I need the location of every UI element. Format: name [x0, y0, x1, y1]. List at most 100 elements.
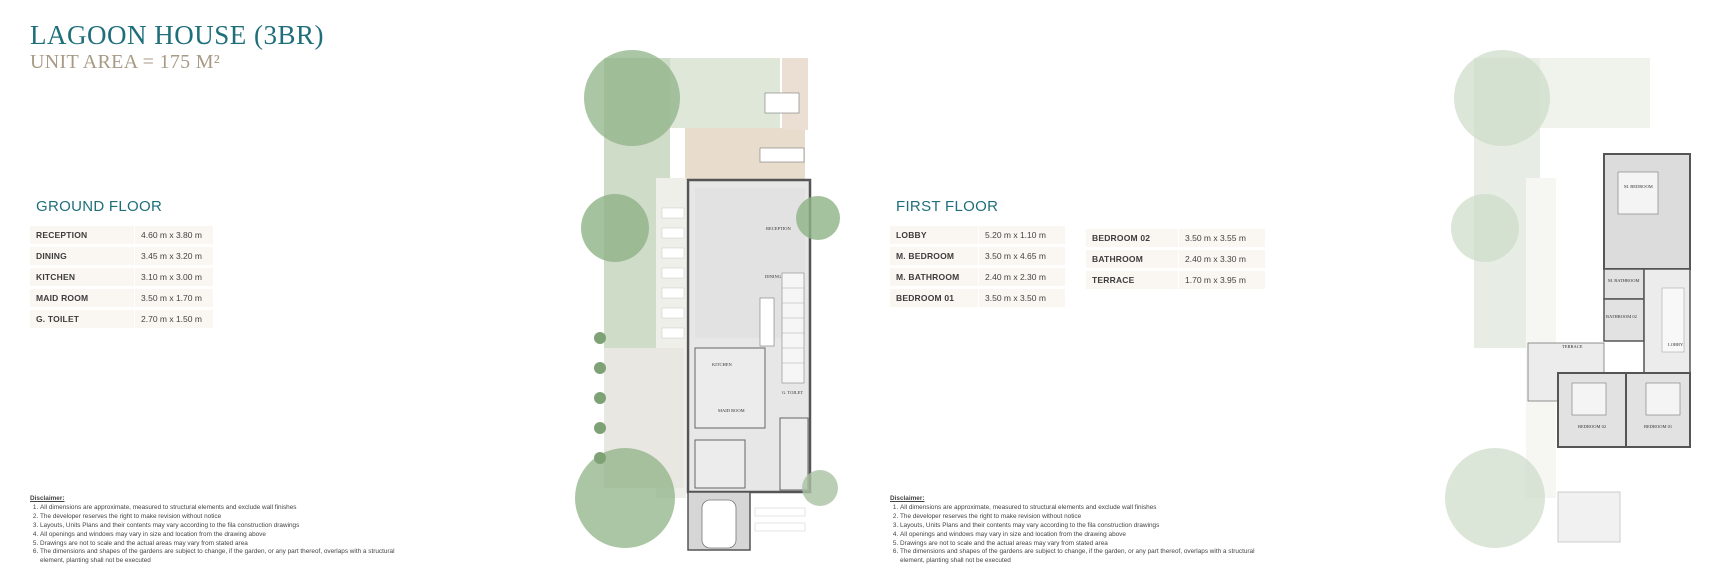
first-floor-heading: FIRST FLOOR: [896, 198, 999, 215]
stepping-stone: [661, 287, 685, 299]
tree-canopy-faded: [1451, 194, 1519, 262]
room-size: 3.50 m x 3.55 m: [1178, 229, 1265, 247]
room-name: RECEPTION: [30, 226, 134, 244]
room-size: 2.40 m x 3.30 m: [1178, 250, 1265, 268]
shrub: [594, 332, 606, 344]
ground-floor-heading: GROUND FLOOR: [36, 198, 163, 215]
stepping-stone: [754, 522, 806, 532]
disclaimer-item: Layouts, Units Plans and their contents …: [40, 522, 410, 531]
room-name: LOBBY: [890, 226, 978, 244]
shrub: [594, 452, 606, 464]
bed-icon: [1645, 382, 1681, 416]
room-size: 4.60 m x 3.80 m: [134, 226, 213, 244]
room-size: 3.50 m x 4.65 m: [978, 247, 1065, 265]
stepping-stone: [661, 227, 685, 239]
first-floor-plan: M. BEDROOM M. BATHROOM BATHROOM 02 TERRA…: [1445, 50, 1691, 548]
driveway-faded: [1557, 491, 1621, 543]
disclaimer-item: The dimensions and shapes of the gardens…: [40, 548, 410, 566]
m-bathroom: [1603, 268, 1645, 300]
shrub: [594, 362, 606, 374]
stepping-stone: [754, 507, 806, 517]
room-name: M. BATHROOM: [890, 268, 978, 286]
plan-label-lobby: LOBBY: [1668, 342, 1684, 347]
plan-label-kitchen: KITCHEN: [712, 362, 732, 367]
plan-label-m-bedroom: M. BEDROOM: [1624, 184, 1653, 189]
ground-floor-plan: RECEPTION DINING KITCHEN MAID ROOM G. TO…: [570, 48, 850, 553]
room-size: 3.10 m x 3.00 m: [134, 268, 213, 286]
disclaimer-item: Drawings are not to scale and the actual…: [40, 540, 410, 549]
disclaimer-heading: Disclaimer:: [890, 495, 925, 502]
room-name: DINING: [30, 247, 134, 265]
plan-label-reception: RECEPTION: [766, 226, 792, 231]
car-icon: [701, 499, 737, 549]
plan-label-bedroom-02: BEDROOM 02: [1578, 424, 1606, 429]
plan-label-bedroom-01: BEDROOM 01: [1644, 424, 1672, 429]
disclaimer-item: All openings and windows may vary in siz…: [900, 531, 1270, 540]
guest-toilet: [779, 417, 809, 491]
disclaimer-item: All dimensions are approximate, measured…: [40, 504, 410, 513]
bed-icon: [1617, 171, 1659, 215]
room-size: 5.20 m x 1.10 m: [978, 226, 1065, 244]
room-size: 1.70 m x 3.95 m: [1178, 271, 1265, 289]
disclaimer-first: Disclaimer: All dimensions are approxima…: [890, 495, 1270, 566]
maid-room: [694, 439, 746, 489]
room-size: 3.50 m x 1.70 m: [134, 289, 213, 307]
stepping-stone: [661, 247, 685, 259]
room-name: MAID ROOM: [30, 289, 134, 307]
room-name: BEDROOM 02: [1086, 229, 1178, 247]
disclaimer-item: The developer reserves the right to make…: [900, 513, 1270, 522]
shrub: [594, 422, 606, 434]
staircase: [1661, 287, 1685, 353]
tree-canopy-faded: [1445, 448, 1545, 548]
unit-area: UNIT AREA = 175 M²: [30, 51, 221, 73]
disclaimer-item: Layouts, Units Plans and their contents …: [900, 522, 1270, 531]
kitchen-room: [694, 347, 766, 429]
tree-canopy: [584, 50, 680, 146]
tree-canopy: [575, 448, 675, 548]
lounge-sofa: [764, 92, 800, 114]
lawn-upper: [670, 58, 780, 128]
plan-label-maid-room: MAID ROOM: [718, 408, 745, 413]
room-size: 2.40 m x 2.30 m: [978, 268, 1065, 286]
tree-canopy: [796, 196, 840, 240]
plan-label-terrace: TERRACE: [1562, 344, 1583, 349]
tree-canopy: [802, 470, 838, 506]
paving-faded: [1526, 178, 1556, 498]
room-name: TERRACE: [1086, 271, 1178, 289]
disclaimer-item: All dimensions are approximate, measured…: [900, 504, 1270, 513]
staircase: [781, 272, 805, 384]
dining-table: [759, 297, 775, 347]
room-name: G. TOILET: [30, 310, 134, 328]
room-name: KITCHEN: [30, 268, 134, 286]
plan-label-bathroom: BATHROOM 02: [1606, 314, 1637, 319]
room-name: M. BEDROOM: [890, 247, 978, 265]
shrub: [594, 392, 606, 404]
disclaimer-item: Drawings are not to scale and the actual…: [900, 540, 1270, 549]
bathroom-02: [1603, 298, 1645, 342]
bed-icon: [1571, 382, 1607, 416]
stepping-stone: [661, 327, 685, 339]
room-size: 2.70 m x 1.50 m: [134, 310, 213, 328]
disclaimer-item: The dimensions and shapes of the gardens…: [900, 548, 1270, 566]
plan-label-dining: DINING: [765, 274, 782, 279]
lawn-upper-faded: [1540, 58, 1650, 128]
room-size: 3.50 m x 3.50 m: [978, 289, 1065, 307]
room-name: BEDROOM 01: [890, 289, 978, 307]
disclaimer-heading: Disclaimer:: [30, 495, 65, 502]
disclaimer-ground: Disclaimer: All dimensions are approxima…: [30, 495, 410, 566]
page-title: LAGOON HOUSE (3BR): [30, 20, 324, 50]
stepping-stone: [661, 207, 685, 219]
room-name: BATHROOM: [1086, 250, 1178, 268]
